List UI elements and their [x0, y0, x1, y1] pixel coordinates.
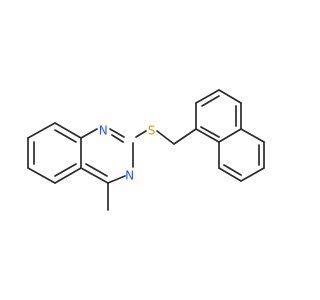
bond-layer: [27, 89, 265, 211]
pyrimidine-double-bond: [111, 134, 124, 143]
naphthalene-bond: [195, 89, 220, 104]
naphthalene-double-bond: [223, 164, 242, 176]
pyrimidine-double-bond: [85, 163, 108, 177]
atom-label-nitrogen-top: N: [99, 124, 108, 138]
benzo-bond: [54, 167, 82, 184]
naphthalene-bond: [240, 128, 265, 143]
benzo-bond: [27, 167, 56, 184]
methylene-bond: [173, 128, 197, 145]
naphthalene-bond: [195, 128, 220, 143]
pyrimidine-bond: [109, 128, 125, 138]
thioether-bond: [135, 130, 147, 138]
atom-label-nitrogen-bottom: N: [125, 169, 134, 183]
pyrimidine-bond: [80, 128, 98, 139]
naphthalene-double-bond: [201, 95, 220, 107]
benzo-double-bond: [54, 129, 77, 143]
structure-canvas: N N S: [27, 89, 265, 211]
fusion-bond: [218, 128, 242, 143]
molecule-structure-diagram: N N S: [27, 89, 265, 211]
pyrimidine-bond: [107, 175, 126, 184]
benzo-bond: [54, 122, 82, 139]
naphthalene-bond: [218, 167, 242, 182]
pyrimidine-bond: [80, 167, 109, 184]
naphthalene-bond: [240, 167, 265, 182]
benzo-bond: [27, 122, 56, 139]
atom-label-sulfur: S: [148, 124, 156, 138]
thioether-bond: [156, 130, 175, 145]
naphthalene-double-bond: [200, 126, 220, 138]
atom-label-layer: N N S: [99, 124, 156, 183]
naphthalene-bond: [218, 89, 242, 104]
benzo-double-bond: [54, 163, 77, 177]
